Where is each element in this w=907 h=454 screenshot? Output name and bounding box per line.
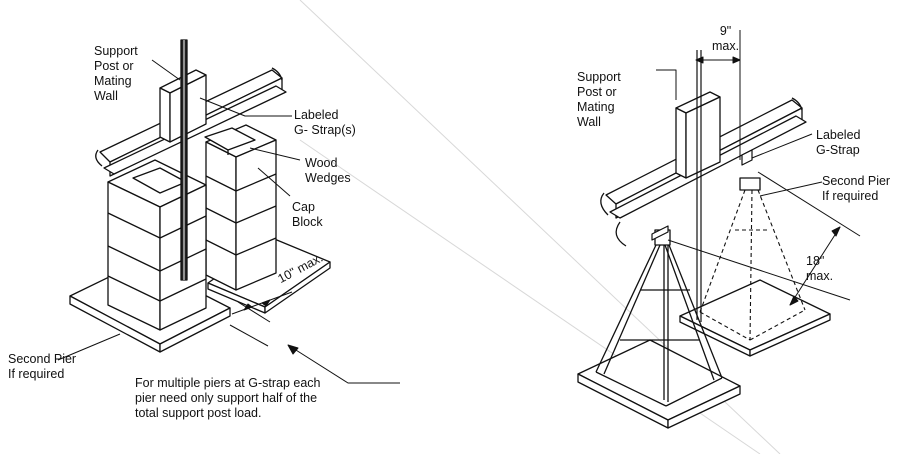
right-second-pier-label: Second Pier If required: [822, 174, 891, 203]
right-support-post: [675, 91, 721, 179]
left-second-pier-label: Second Pier If required: [8, 352, 77, 381]
multiple-piers-note: For multiple piers at G-strap each pier …: [135, 376, 321, 420]
right-dimension-9in: [695, 30, 741, 160]
left-wood-wedges-label: Wood Wedges: [305, 156, 351, 185]
right-support-post-label: Support Post or Mating Wall: [577, 70, 621, 129]
right-labeled-gstrap-label: Labeled G-Strap: [816, 128, 861, 157]
left-support-post-label: Support Post or Mating Wall: [94, 44, 138, 103]
left-cap-block-label: Cap Block: [292, 200, 323, 229]
rear-stand-head: [739, 177, 761, 191]
rear-pier-footing-front: [264, 261, 331, 314]
right-18in-dimension-label: 18" max.: [806, 254, 834, 283]
left-labeled-gstrap-label: Labeled G- Strap(s): [294, 108, 356, 137]
left-dimension-10in: [229, 291, 293, 347]
front-jack-stand: [595, 229, 723, 407]
left-pier-figure: [57, 39, 400, 384]
front-pier-footing-front: [159, 307, 231, 353]
rear-pier-blocks: [205, 124, 277, 291]
rear-stand-base: [679, 279, 831, 351]
right-g-strap: [651, 50, 753, 322]
front-stand-base: [577, 339, 741, 421]
rear-jack-stand: [699, 189, 806, 341]
right-9in-dimension-label: 9" max.: [712, 24, 740, 53]
right-jack-stand-figure: [577, 30, 861, 429]
right-dimension-18in: [667, 171, 861, 306]
left-g-strap: [180, 39, 188, 281]
rear-wood-wedge: [204, 127, 256, 151]
